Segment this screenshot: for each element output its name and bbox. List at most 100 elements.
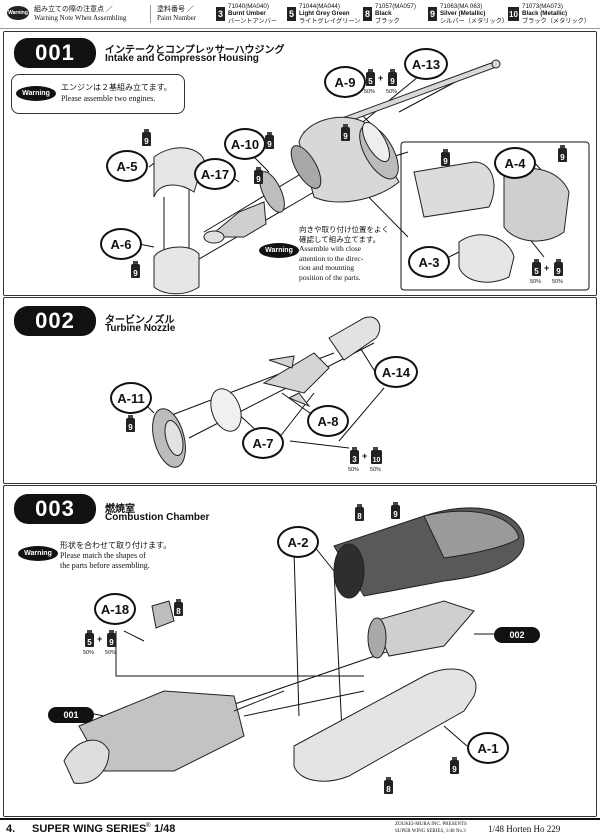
part-callout: A-3	[408, 246, 450, 278]
paint-code: 71040(MA040)	[228, 3, 269, 10]
paint-code: 71073(MA073)	[522, 3, 563, 10]
warning-text-en: Please match the shapes of	[60, 551, 146, 560]
paint-no-en: Paint Number	[157, 14, 197, 22]
paint-name-jp: バーントアンバー	[228, 17, 277, 25]
paint-entry: 10 71073(MA073)Black (Metallic)ブラック（メタリッ…	[508, 3, 590, 25]
plus-sign: +	[97, 634, 103, 644]
paint-bottle-icon: 8	[174, 599, 183, 616]
registered-mark: ®	[146, 823, 151, 829]
part-callout: A-4	[494, 147, 536, 179]
mix-percent: 50%	[370, 467, 382, 473]
paint-entry: 9 71063(MA 063)Silver (Metallic)シルバー（メタリ…	[428, 3, 508, 25]
part-callout: A-6	[100, 228, 142, 260]
note-line: Assemble with close	[299, 244, 362, 253]
step-001-illustration	[26, 59, 590, 295]
page-footer: 4. SUPER WING SERIES ® 1/48 ZOUKEI-MURA …	[0, 818, 600, 840]
instruction-header: Warning 組み立ての際の注意点 ／ Warning Note When A…	[0, 0, 600, 29]
step-title-jp: インテークとコンプレッサーハウジング	[105, 45, 285, 56]
paint-bottle-icon: 9	[558, 145, 567, 162]
paint-name: Light Grey Green	[299, 10, 350, 18]
warning-note-label: 組み立ての際の注意点 ／ Warning Note When Assemblin…	[34, 5, 126, 23]
warning-text: 形状を合わせて取り付けます。 Please match the shapes o…	[60, 541, 171, 571]
assembly-note: 向きや取り付け位置をよく 確認して組み立てます。 Assemble with c…	[299, 225, 389, 282]
paint-bottle-icon: 8	[384, 777, 393, 794]
note-line: 確認して組み立てます。	[299, 234, 381, 244]
warning-badge-label: Warning	[24, 550, 52, 557]
note-line: position of the parts.	[299, 272, 361, 282]
step-002-panel: 002 タービンノズル Turbine Nozzle A-14 A-11 A-8…	[3, 297, 597, 484]
presents-line: ZOUKEI-MURA INC. PRESENTS	[395, 822, 467, 827]
warning-icon: Warning	[18, 546, 58, 561]
paint-number: 9	[428, 7, 437, 21]
step-title-jp: タービンノズル	[105, 315, 175, 326]
step-number: 001	[14, 38, 96, 68]
step-reference-badge: 001	[48, 707, 94, 723]
paint-bottle-icon: 5	[532, 259, 541, 276]
paint-name: Burnt Umber	[228, 10, 266, 18]
part-callout: A-17	[194, 158, 236, 190]
paint-name-jp: ライトグレイグリーン	[299, 17, 361, 25]
step-001-panel: 001 インテークとコンプレッサーハウジング Intake and Compre…	[3, 31, 597, 296]
model-name: 1/48 Horten Ho 229	[488, 824, 561, 834]
warning-text-jp: 形状を合わせて取り付けます。	[60, 541, 172, 550]
warning-text-jp: エンジンは２基組み立てます。	[61, 83, 172, 92]
step-002-illustration	[138, 316, 385, 468]
mix-percent: 50%	[83, 650, 95, 656]
note-jp: 組み立ての際の注意点 ／	[34, 5, 113, 13]
part-callout: A-1	[467, 732, 509, 764]
paint-number: 3	[216, 7, 225, 21]
step-003-panel: 003 燃焼室 Combustion Chamber Warning 形状を合わ…	[3, 485, 597, 817]
warning-text-en: Please assemble two engines.	[61, 94, 156, 103]
paint-number: 10	[508, 7, 519, 21]
paint-name-jp: ブラック	[375, 17, 400, 25]
part-callout: A-2	[277, 526, 319, 558]
part-callout: A-10	[224, 128, 266, 160]
warning-badge-label: Warning	[22, 90, 50, 97]
paint-bottle-icon: 9	[265, 132, 274, 149]
note-en: Warning Note When Assembling	[34, 14, 127, 22]
part-callout: A-11	[110, 382, 152, 414]
mix-percent: 50%	[348, 467, 360, 473]
mix-percent: 50%	[105, 650, 117, 656]
paint-name-jp: ブラック（メタリック）	[522, 17, 591, 25]
part-callout: A-13	[404, 48, 448, 80]
paint-name: Silver (Metallic)	[440, 10, 486, 18]
paint-bottle-icon: 8	[355, 504, 364, 521]
paint-number-label: 塗料番号 ／ Paint Number	[150, 5, 196, 23]
part-callout: A-7	[242, 427, 284, 459]
paint-bottle-icon: 9	[450, 757, 459, 774]
presents-line: SUPER WING SERIES, 1/48 No.3	[395, 828, 466, 834]
paint-bottle-icon: 9	[388, 69, 397, 86]
warning-icon: Warning	[16, 86, 56, 101]
note-line: attention to the direc-	[299, 253, 364, 263]
warning-badge-label: Warning	[8, 10, 28, 16]
step-reference-badge: 002	[494, 627, 540, 643]
warning-text-en: the parts before assembling.	[60, 561, 150, 570]
part-callout: A-8	[307, 405, 349, 437]
warning-icon: Warning	[259, 243, 299, 258]
paint-name: Black (Metallic)	[522, 10, 568, 18]
paint-bottle-icon: 9	[254, 167, 263, 184]
part-callout: A-14	[374, 356, 418, 388]
paint-bottle-icon: 9	[142, 129, 151, 146]
paint-code: 71044(MA044)	[299, 3, 340, 10]
plus-sign: +	[378, 73, 384, 83]
warning-icon: Warning	[7, 6, 29, 20]
step-number: 002	[14, 306, 96, 336]
mix-percent: 50%	[386, 89, 398, 95]
step-title-en: Turbine Nozzle	[105, 323, 176, 334]
paint-bottle-icon: 9	[554, 259, 563, 276]
paint-bottle-icon: 5	[366, 69, 375, 86]
paint-number: 5	[287, 7, 296, 21]
paint-bottle-icon: 9	[131, 261, 140, 278]
publisher-credit: ZOUKEI-MURA INC. PRESENTS SUPER WING SER…	[395, 822, 467, 835]
step-003-illustration	[63, 507, 525, 784]
series-title: SUPER WING SERIES	[32, 823, 147, 835]
paint-bottle-icon: 5	[85, 630, 94, 647]
part-callout: A-18	[94, 593, 136, 625]
paint-bottle-icon: 9	[441, 149, 450, 166]
mix-percent: 50%	[364, 89, 376, 95]
